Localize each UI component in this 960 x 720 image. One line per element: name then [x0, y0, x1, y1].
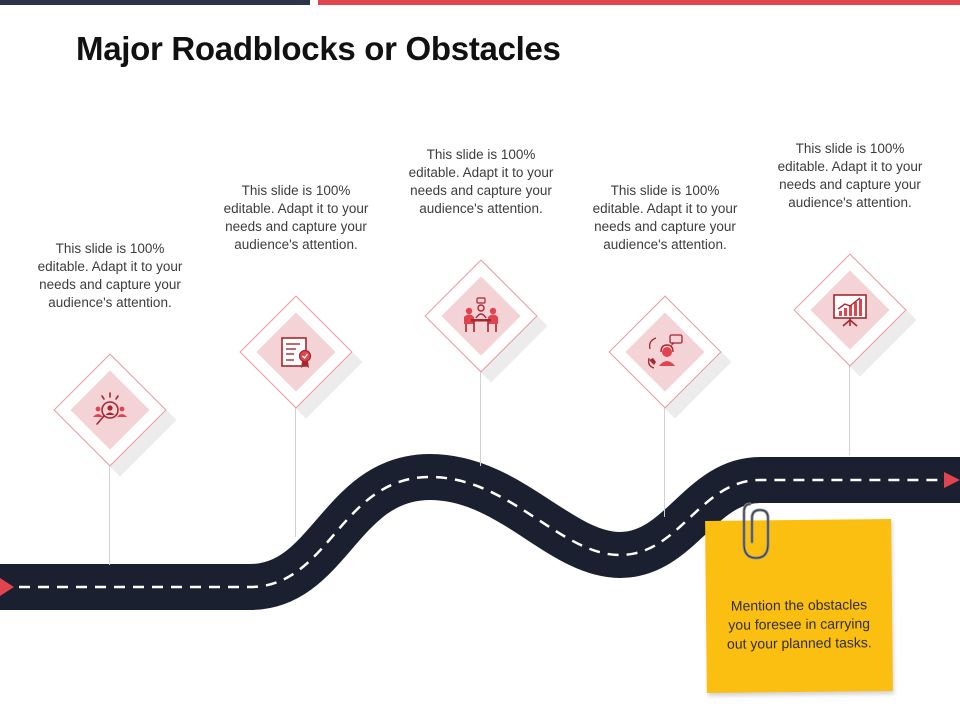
milestone-4-text: This slide is 100% editable. Adapt it to…	[592, 183, 738, 252]
certificate-icon	[281, 337, 312, 368]
milestone-1-stem	[109, 460, 110, 565]
search-people-icon	[93, 392, 127, 425]
milestone-5-text: This slide is 100% editable. Adapt it to…	[777, 141, 923, 210]
customer-support-icon	[647, 334, 683, 369]
sticky-note-text: Mention the obstacles you foresee in car…	[726, 596, 872, 652]
milestone-4	[605, 292, 732, 517]
milestone-1-text: This slide is 100% editable. Adapt it to…	[37, 241, 183, 310]
meeting-icon	[464, 297, 498, 332]
milestone-3-text: This slide is 100% editable. Adapt it to…	[408, 147, 554, 216]
top-bar-dark	[0, 0, 310, 5]
milestone-3	[421, 256, 548, 466]
milestone-2-stem	[295, 402, 296, 537]
milestone-5	[790, 250, 917, 455]
milestone-5-stem	[849, 360, 850, 455]
sticky-note: Mention the obstacles you foresee in car…	[705, 519, 893, 693]
paperclip-icon	[742, 502, 770, 560]
milestone-2	[236, 292, 363, 537]
road-start-arrow	[0, 578, 14, 596]
page-title: Major Roadblocks or Obstacles	[76, 30, 561, 67]
growth-chart-icon	[833, 294, 867, 327]
milestone-3-stem	[480, 366, 481, 466]
milestone-2-text: This slide is 100% editable. Adapt it to…	[223, 183, 369, 252]
milestone-1	[50, 350, 177, 565]
road-end-arrow	[944, 472, 960, 488]
top-bar-red	[318, 0, 960, 5]
road-lane-markings	[0, 475, 960, 589]
milestone-4-stem	[664, 402, 665, 517]
